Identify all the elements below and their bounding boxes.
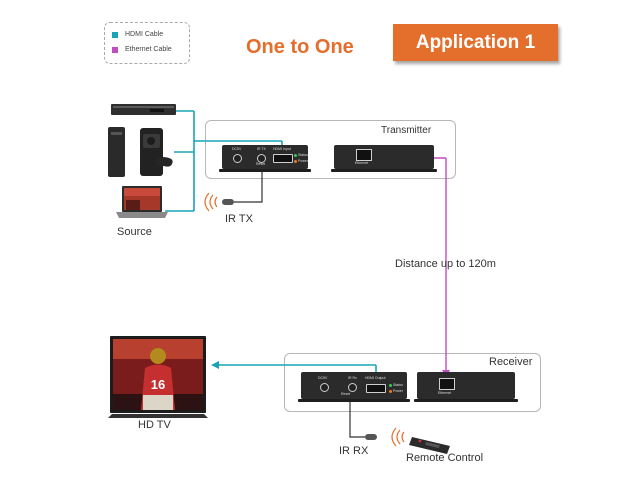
receiver-label: Receiver [489,356,533,368]
rx-status-label: Status [393,383,403,387]
rx-ir-label: IR Rx [348,376,357,380]
rx-reset-label: Reset [341,392,351,396]
remote-control-label: Remote Control [406,452,484,464]
source-label: Source [117,226,152,238]
ir-rx-label: IR RX [339,445,369,457]
distance-label: Distance up to 120m [395,258,496,270]
tx-ethernet-label: Ethernet [355,161,369,165]
hdmi-cable-source [165,110,283,212]
hdmi-arrow-tv [211,361,219,369]
rx-hdmi-label: HDMI Output [365,376,386,380]
transmitter-label: Transmitter [381,125,432,136]
remote-waves-icon [391,427,405,447]
application-badge: Application 1 [393,24,558,61]
rx-dc-label: DC5V [318,376,328,380]
ethernet-swatch [112,46,118,53]
receiver-ethernet-unit: Ethernet [414,372,518,402]
legend-ethernet-label: Ethernet Cable [125,46,172,53]
rx-ir-port [348,383,357,392]
ir-rx-cable [349,392,366,438]
receiver-output-unit: DC5V IR Rx Reset HDMI Output Status Powe… [298,372,410,402]
diagram-title: One to One [246,36,354,58]
tx-power-led [294,160,297,163]
rx-ethernet-port [439,378,455,390]
remote-control-icon [409,437,450,454]
tx-ir-port [257,154,266,163]
set-top-box-icon [111,104,176,115]
hd-tv-icon [108,336,208,418]
tx-status-led [294,154,297,157]
legend-hdmi-label: HDMI Cable [125,31,164,38]
ir-tx-cable [234,165,263,203]
rx-dc-port [320,383,329,392]
tx-reset-label: Reset [256,162,266,166]
ir-tx-plug [222,199,234,205]
tx-ir-label: IR TX [257,147,266,151]
tx-hdmi-port [273,154,293,163]
tx-status-label: Status [298,153,308,157]
laptop-icon [116,186,168,218]
rx-power-led [389,390,392,393]
ir-tx-waves-icon [204,192,218,212]
hd-tv-label: HD TV [138,419,171,431]
transmitter-input-unit: DC5V IR TX Reset HDMI Input Status Power [219,145,311,172]
rx-status-led [389,384,392,387]
legend-hdmi: HDMI Cable [112,31,163,38]
rx-power-label: Power [393,389,403,393]
transmitter-ethernet-unit: Ethernet [331,145,437,172]
ir-tx-label: IR TX [225,213,253,225]
rx-ethernet-label: Ethernet [438,391,452,395]
tx-ethernet-port [356,149,372,161]
hdmi-swatch [112,31,118,38]
legend-ethernet: Ethernet Cable [112,46,172,53]
legend: HDMI Cable Ethernet Cable [104,22,190,64]
tx-power-label: Power [298,159,308,163]
tv-jersey-number: 16 [151,377,165,392]
rx-hdmi-port [366,384,386,393]
tx-dc-port [233,154,242,163]
game-console-icon [108,127,173,177]
ir-rx-plug [365,434,377,440]
tx-hdmi-label: HDMI Input [273,147,291,151]
tx-dc-label: DC5V [232,147,242,151]
